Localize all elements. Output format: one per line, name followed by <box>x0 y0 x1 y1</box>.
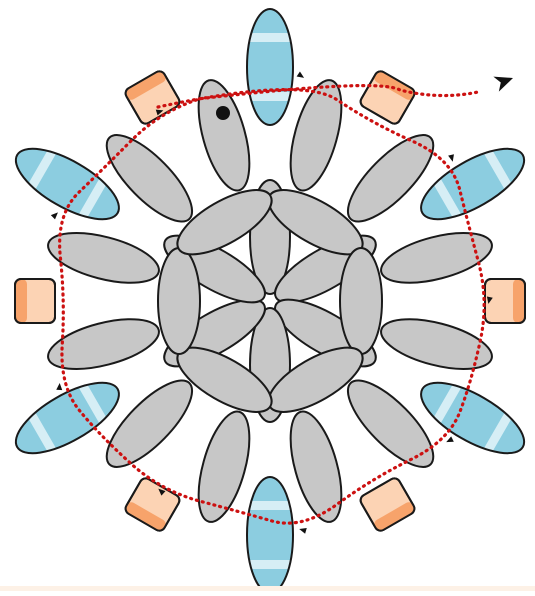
blue-spike-bead <box>240 9 300 125</box>
middle-grey-bead <box>158 248 200 354</box>
middle-grey-bead <box>340 248 382 354</box>
outer-grey-bead <box>43 309 164 378</box>
orange-cylinder-bead <box>15 279 55 323</box>
thread-direction-arrow <box>448 154 456 162</box>
orange-cylinder-bead <box>123 69 181 126</box>
bottom-strip <box>0 586 535 591</box>
orange-cylinder-bead <box>485 279 525 323</box>
thread-direction-arrow <box>56 383 62 390</box>
orange-cylinder-bead <box>123 476 181 533</box>
thread-direction-arrow <box>445 436 454 444</box>
outer-grey-bead <box>376 309 497 378</box>
thread-end-arrow <box>493 70 515 91</box>
blue-spike-bead <box>240 477 300 591</box>
thread-direction-arrow <box>298 526 306 534</box>
thread-start-dot <box>216 106 230 120</box>
thread-direction-arrow <box>51 210 60 219</box>
thread-direction-arrow <box>297 71 306 80</box>
orange-cylinder-bead <box>358 476 416 533</box>
